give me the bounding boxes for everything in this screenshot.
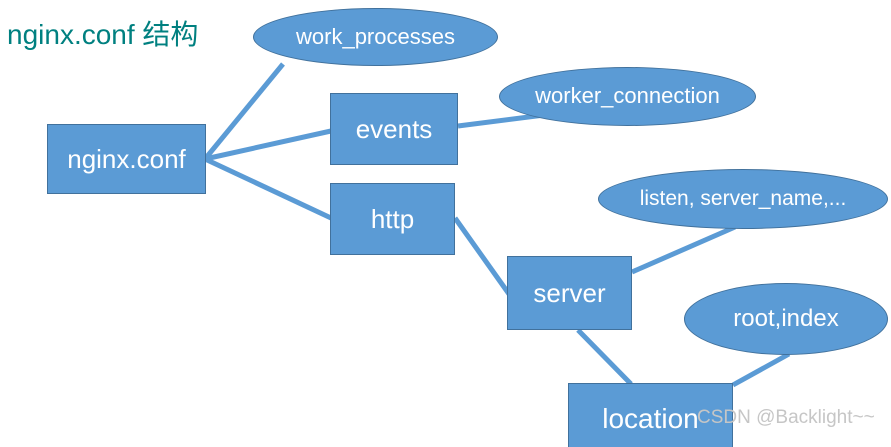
node-listen_servername[interactable]: listen, server_name,... — [598, 169, 888, 229]
edge-nginx_conf-to-events — [204, 128, 332, 162]
node-label-location: location — [602, 402, 699, 434]
node-server[interactable]: server — [507, 256, 632, 330]
node-label-root_index: root,index — [733, 304, 839, 332]
node-label-server: server — [533, 277, 606, 308]
node-location[interactable]: location — [568, 383, 733, 447]
edge-http-to-server — [452, 216, 512, 296]
node-root_index[interactable]: root,index — [684, 283, 888, 355]
node-label-nginx_conf: nginx.conf — [67, 143, 186, 174]
node-label-events: events — [355, 113, 433, 144]
edge-nginx_conf-to-http — [203, 156, 333, 221]
node-http[interactable]: http — [330, 183, 455, 255]
page-title: nginx.conf 结构 — [7, 19, 199, 50]
node-work_processes[interactable]: work_processes — [253, 8, 498, 66]
edge-server-to-location — [576, 328, 633, 386]
edge-nginx_conf-to-work_processes — [203, 62, 285, 161]
node-label-listen_servername: listen, server_name,... — [639, 187, 847, 211]
node-label-http: http — [370, 203, 415, 234]
node-nginx_conf[interactable]: nginx.conf — [47, 124, 206, 194]
edge-location-to-root_index — [731, 351, 791, 388]
node-label-worker_connection: worker_connection — [535, 83, 720, 109]
node-worker_connection[interactable]: worker_connection — [499, 67, 756, 126]
node-label-work_processes: work_processes — [296, 23, 455, 49]
watermark: CSDN @Backlight~~ — [697, 407, 875, 428]
edge-server-to-listen_servername — [630, 224, 737, 275]
node-events[interactable]: events — [330, 93, 458, 165]
